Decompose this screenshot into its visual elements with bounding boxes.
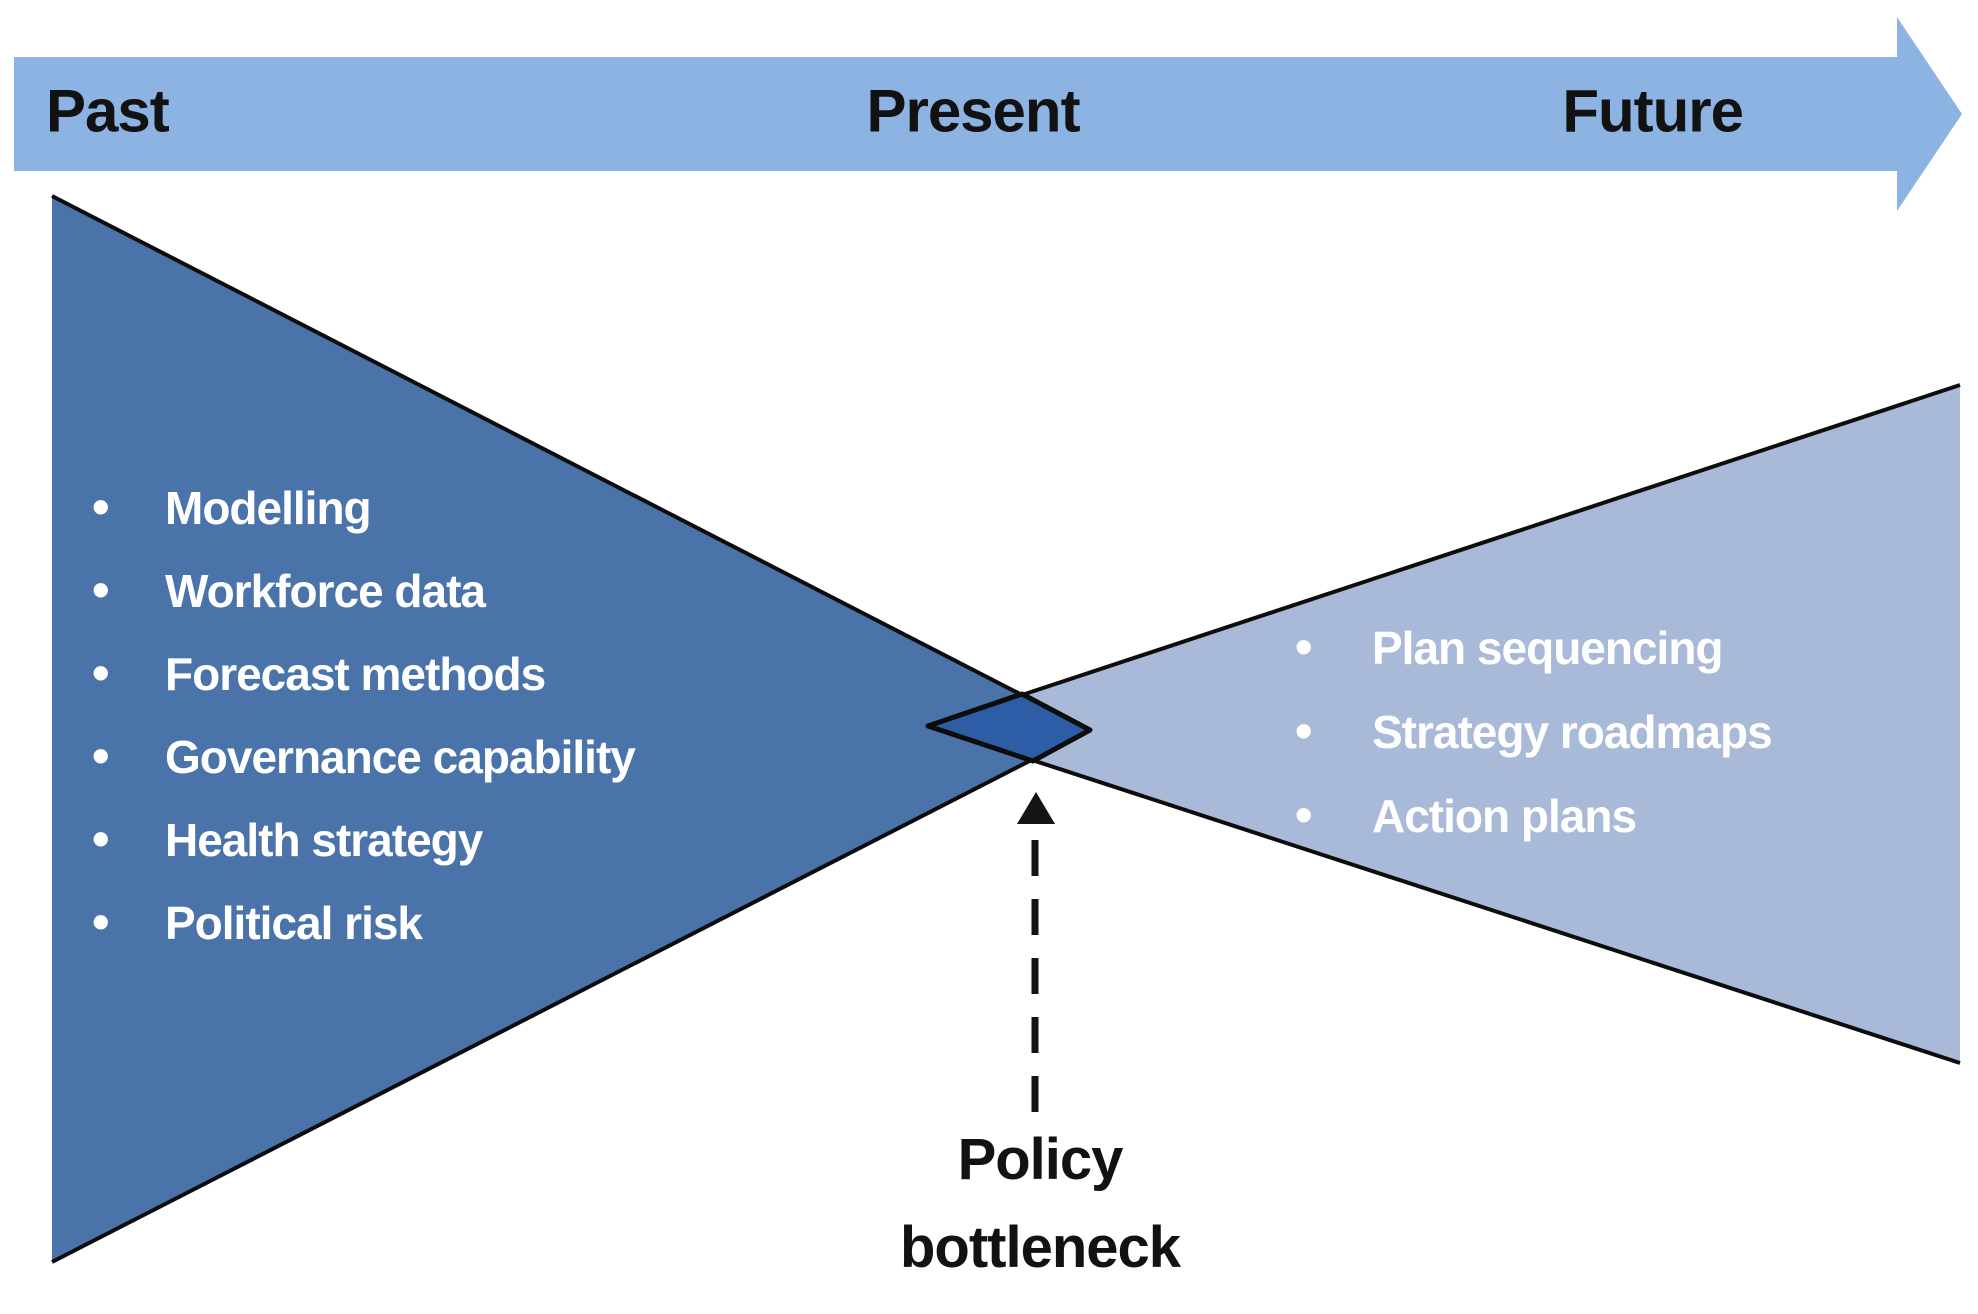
past-funnel-item-label: Health strategy bbox=[165, 813, 483, 866]
past-funnel-item: Modelling bbox=[92, 466, 635, 549]
past-funnel-item: Workforce data bbox=[92, 549, 635, 632]
past-funnel-item-label: Governance capability bbox=[165, 730, 636, 783]
timeline-label-future: Future bbox=[1562, 77, 1744, 145]
past-funnel-item: Governance capability bbox=[92, 715, 636, 798]
past-funnel-item-label: Forecast methods bbox=[165, 647, 546, 700]
bottleneck-pointer-arrowhead-icon bbox=[1017, 792, 1055, 824]
future-funnel-item: Strategy roadmaps bbox=[1295, 690, 1773, 774]
past-funnel-item-label: Modelling bbox=[165, 481, 372, 534]
future-funnel-item: Action plans bbox=[1295, 774, 1772, 858]
timeline-label-past: Past bbox=[46, 77, 170, 145]
future-funnel-item-label: Plan sequencing bbox=[1372, 622, 1724, 674]
timeline-arrow-bar bbox=[14, 57, 1897, 171]
past-funnel-item-label: Political risk bbox=[165, 896, 423, 949]
past-funnel-item: Forecast methods bbox=[92, 632, 635, 715]
past-funnel-list: Modelling Workforce data Forecast method… bbox=[92, 466, 636, 964]
past-funnel-item: Political risk bbox=[92, 881, 635, 964]
timeline-arrowhead-icon bbox=[1897, 17, 1962, 211]
bottleneck-label: Policy bottleneck bbox=[899, 1127, 1181, 1280]
past-funnel-item: Health strategy bbox=[92, 798, 635, 881]
timeline-label-present: Present bbox=[866, 77, 1080, 145]
future-funnel-item-label: Action plans bbox=[1372, 790, 1637, 842]
past-funnel-item-label: Workforce data bbox=[165, 564, 486, 617]
future-funnel-item: Plan sequencing bbox=[1295, 606, 1772, 690]
future-funnel-list: Plan sequencing Strategy roadmaps Action… bbox=[1295, 606, 1773, 858]
bottleneck-overlap-diamond bbox=[925, 691, 1093, 764]
future-funnel-item-label: Strategy roadmaps bbox=[1372, 706, 1773, 758]
